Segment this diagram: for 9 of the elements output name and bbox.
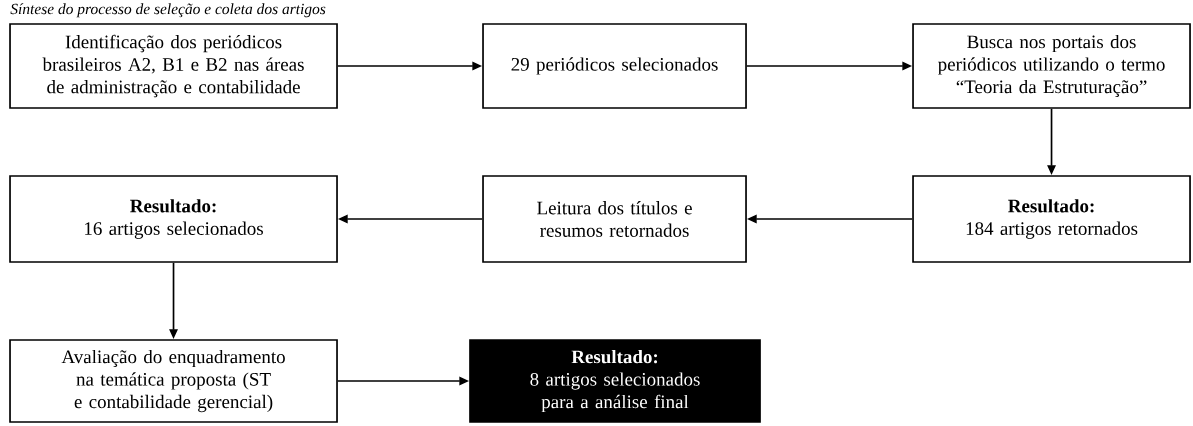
process-box: 29 periódicos selecionados (482, 23, 747, 109)
process-box: Avaliação do enquadramento na temática proposta (ST e contabilidade gerencial) (9, 339, 338, 423)
result-box: Resultado: 16 artigos selecionados (9, 175, 338, 263)
process-box: Identificação dos periódicos brasileiros A2, B1 e B2 nas áreas de administração e contabilidade (9, 23, 338, 109)
process-box: Leitura dos títulos e resumos retornados (482, 175, 747, 263)
result-box: Resultado: 8 artigos selecionados para a análise final (469, 339, 761, 423)
result-box: Resultado: 184 artigos retornados (912, 175, 1191, 263)
process-box: Busca nos portais dos periódicos utilizando o termo “Teoria da Estruturação” (912, 23, 1191, 109)
figure-title: Síntese do processo de seleção e coleta dos artigos (10, 3, 326, 18)
